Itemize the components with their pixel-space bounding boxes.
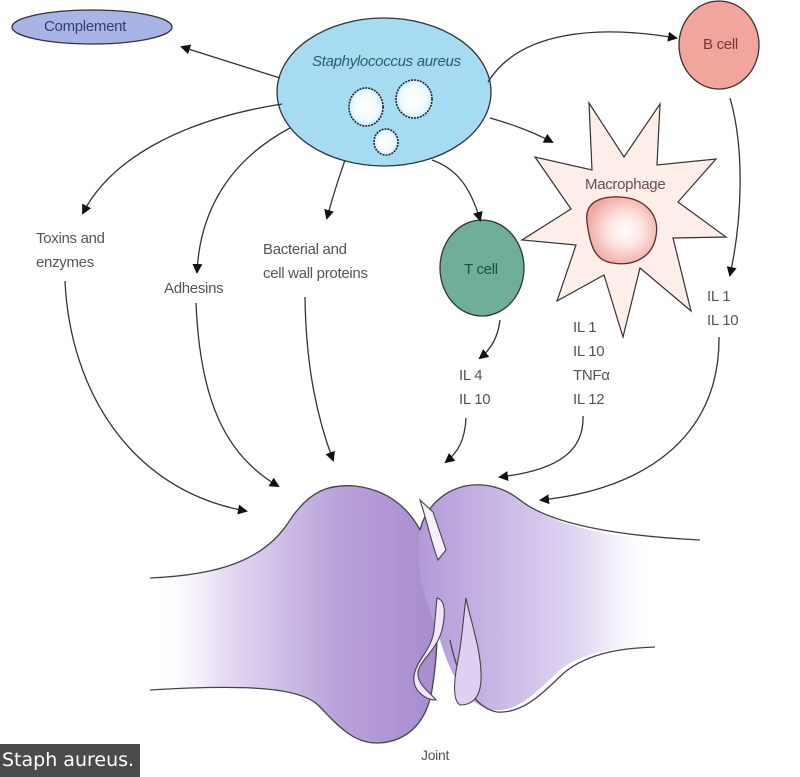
arrow-proteins-to-joint: [304, 296, 335, 462]
macrophage-node: [520, 100, 728, 340]
arrow-staph-to-bcell: [487, 31, 678, 83]
arrow-staph-to-tcell: [431, 159, 483, 222]
t-cell-label: T cell: [464, 261, 498, 278]
arrow-staph-to-proteins: [324, 159, 346, 220]
joint-illustration: [149, 484, 701, 744]
b-cell-node: [678, 0, 760, 90]
macrophage-label: Macrophage: [585, 176, 666, 193]
arrow-adhesins-to-joint: [195, 302, 280, 488]
image-caption: Staph aureus.: [0, 744, 141, 777]
staph-aureus-label: Staphylococcus aureus: [312, 53, 461, 70]
arrow-staph-to-adhesins: [192, 127, 291, 274]
complement-label: Complement: [44, 18, 127, 35]
arrow-staph-to-toxins: [82, 103, 283, 215]
arrow-bcell-to-il: [726, 97, 741, 277]
arrow-tcell-cytokines-to-joint: [444, 417, 467, 464]
arrow-staph-to-macrophage: [489, 117, 554, 143]
adhesins-label: Adhesins: [164, 280, 224, 297]
arrow-toxins-to-joint: [64, 280, 248, 515]
joint-label: Joint: [421, 747, 450, 763]
complement-node: [11, 9, 173, 45]
b-cell-label: B cell: [703, 36, 738, 53]
arrow-macrophage-cytokines-to-joint: [498, 415, 584, 482]
arrow-tcell-to-il: [478, 319, 501, 360]
arrow-staph-to-complement: [180, 44, 281, 79]
staph-aureus-node: [276, 17, 492, 167]
arrow-bcell-cytokines-to-joint: [539, 336, 720, 505]
